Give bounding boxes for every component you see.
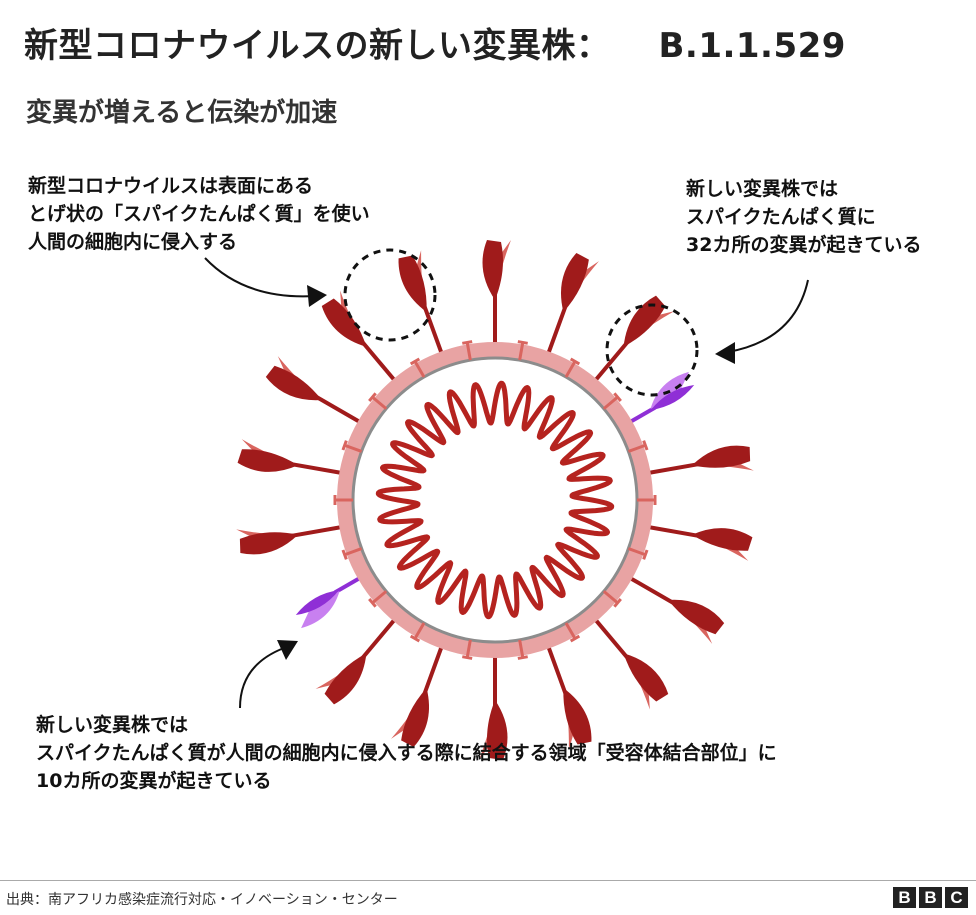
membrane-protein: [462, 639, 473, 660]
membrane-protein: [627, 440, 649, 453]
membrane-protein: [564, 357, 581, 378]
note-left-line: 新型コロナウイルスは表面にある: [28, 175, 314, 197]
logo-letter: B: [919, 887, 942, 908]
page-subtitle: 変異が増えると伝染が加速: [26, 98, 338, 128]
membrane-protein: [602, 392, 622, 410]
note-bottom-line: 10カ所の変異が起きている: [36, 770, 272, 792]
membrane-protein: [637, 495, 657, 505]
spike-protein: [482, 240, 511, 354]
logo-letter: C: [945, 887, 968, 908]
note-right-line: スパイクたんぱく質に: [686, 206, 876, 228]
membrane-protein: [627, 547, 649, 560]
rna-coil: [375, 380, 615, 620]
spike-protein: [237, 439, 352, 477]
membrane-protein: [517, 340, 528, 361]
note-bottom-line: スパイクたんぱく質が人間の細胞内に侵入する際に結合する領域「受容体結合部位」に: [36, 742, 777, 764]
note-spike-protein: 新型コロナウイルスは表面にある とげ状の「スパイクたんぱく質」を使い 人間の細胞…: [28, 172, 370, 256]
note-bottom-line: 新しい変異株では: [36, 714, 189, 736]
coronavirus-illustration: [204, 240, 809, 760]
membrane-protein: [341, 547, 363, 560]
arrow-right-head: [715, 342, 735, 364]
arrow-bottom-head: [277, 640, 298, 660]
source-credit: 出典：南アフリカ感染症流行対応・イノベーション・センター: [6, 892, 398, 908]
membrane-protein-layer: [333, 340, 657, 660]
arrow-left-note: [204, 257, 316, 298]
note-right-line: 新しい変異株では: [686, 178, 839, 200]
spike-protein: [638, 445, 754, 477]
membrane-protein: [564, 622, 581, 643]
membrane-protein: [368, 392, 388, 410]
spike-protein: [236, 523, 352, 555]
membrane-protein: [462, 340, 473, 361]
logo-letter: B: [893, 887, 916, 908]
membrane-protein: [409, 357, 426, 378]
spike-layer: [236, 240, 754, 760]
note-left-line: とげ状の「スパイクたんぱく質」を使い: [28, 203, 370, 225]
title-main: 新型コロナウイルスの新しい変異株：: [24, 26, 611, 66]
membrane-protein: [409, 622, 426, 643]
membrane-protein: [341, 440, 363, 453]
variant-code: B.1.1.529: [658, 26, 846, 66]
bbc-logo: B B C: [893, 887, 968, 908]
spike-protein: [638, 523, 753, 561]
footer-divider: [0, 880, 976, 881]
note-receptor-binding-mutations: 新しい変異株では スパイクたんぱく質が人間の細胞内に侵入する際に結合する領域「受…: [36, 711, 777, 795]
note-left-line: 人間の細胞内に侵入する: [28, 231, 238, 253]
membrane-protein: [517, 639, 528, 660]
page-title: 新型コロナウイルスの新しい変異株： B.1.1.529: [24, 18, 846, 67]
membrane-protein: [333, 495, 353, 505]
arrow-left-head: [307, 285, 327, 307]
note-right-line: 32カ所の変異が起きている: [686, 234, 922, 256]
membrane-protein: [368, 590, 388, 608]
membrane-protein: [602, 590, 622, 608]
highlight-circle-mutation: [605, 303, 699, 397]
highlight-circle-spike: [343, 248, 437, 342]
arrow-bottom-note: [239, 647, 285, 709]
note-spike-mutations: 新しい変異株では スパイクたんぱく質に 32カ所の変異が起きている: [686, 175, 921, 259]
arrow-right-note: [727, 279, 809, 353]
